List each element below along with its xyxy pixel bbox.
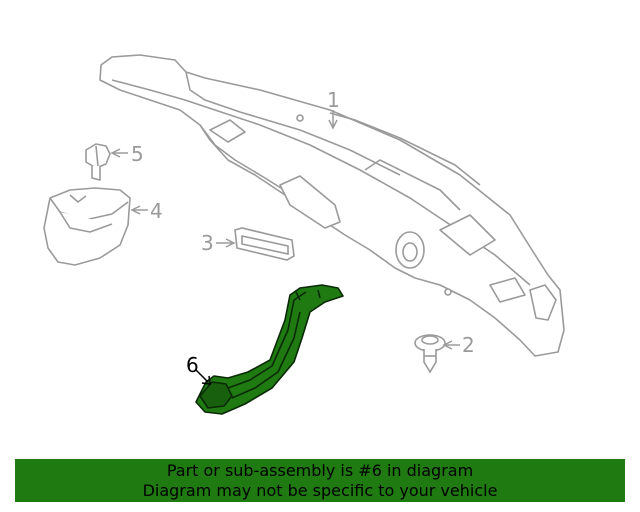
arrow-5 [110, 148, 121, 158]
callout-6: 6 [186, 353, 199, 377]
part-3-bezel [234, 227, 295, 261]
part-2-push-clip [414, 334, 446, 374]
part-5-fastener [85, 143, 111, 181]
banner-line-1: Part or sub-assembly is #6 in diagram [166, 460, 474, 480]
part-6-pull-handle [195, 284, 344, 415]
callout-1: 1 [327, 88, 340, 112]
arrow-6 [201, 375, 211, 385]
arrow-1 [328, 119, 338, 130]
part-4-lamp-housing [43, 187, 131, 266]
banner-line-2: Diagram may not be specific to your vehi… [142, 480, 498, 500]
info-banner: Part or sub-assembly is #6 in diagram Di… [15, 459, 625, 502]
callout-5: 5 [131, 142, 144, 166]
part-1-liftgate-trim-panel [99, 54, 565, 357]
leader-6 [195, 369, 209, 383]
arrow-3 [225, 238, 236, 248]
callout-2: 2 [462, 333, 475, 357]
arrow-4 [130, 205, 141, 215]
arrow-2 [442, 340, 453, 350]
callout-4: 4 [150, 199, 163, 223]
callout-3: 3 [201, 231, 214, 255]
